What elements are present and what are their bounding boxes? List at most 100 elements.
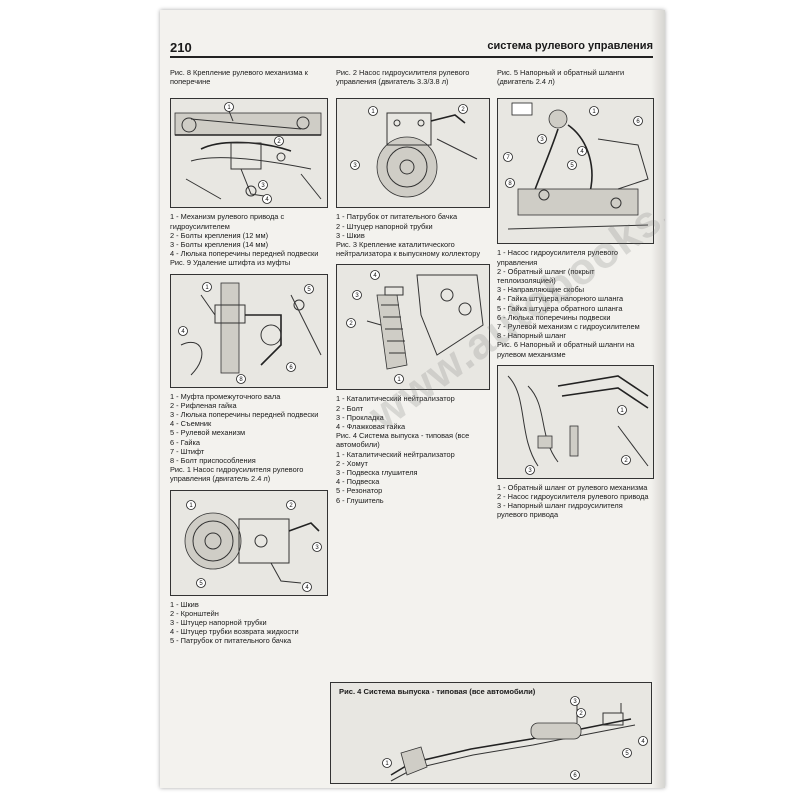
legend-item: 3 - Направляющие скобы [497, 285, 585, 295]
legend-item: 1 - Патрубок от питательного бачка [336, 212, 458, 222]
exhaust-figure-title: Рис. 4 Система выпуска - типовая (все ав… [339, 687, 536, 696]
legend-item: 3 - Подвеска глушителя [336, 468, 418, 478]
callout-3: 3 [540, 137, 544, 143]
legend-item: 1 - Каталитический нейтрализатор [336, 394, 455, 404]
legend-item: 3 - Штуцер напорной трубки [170, 618, 267, 628]
fig5-caption: Рис. 5 Напорный и обратный шланги (двига… [497, 68, 625, 87]
callout-1: 1 [592, 109, 596, 115]
fig4-legend: 1 - Каталитический нейтрализатор 2 - Хом… [336, 450, 488, 505]
fig2-illustration: 1 2 3 [336, 98, 490, 209]
legend-item: 1 - Каталитический нейтрализатор [336, 449, 455, 459]
callout-7: 7 [506, 155, 510, 161]
callout-1: 1 [385, 761, 389, 767]
legend-item: 2 - Болты крепления (12 мм) [170, 230, 269, 240]
callout-3: 3 [261, 183, 265, 189]
fig2-legend: 1 - Патрубок от питательного бачка 2 - Ш… [336, 212, 488, 240]
callout-4: 4 [641, 739, 645, 745]
legend-item: 4 - Гайка штуцера напорного шланга [497, 294, 624, 304]
callout-3: 3 [353, 163, 357, 169]
exhaust-figure: Рис. 4 Система выпуска - типовая (все ав… [330, 682, 652, 784]
fig3-caption: Рис. 3 Крепление каталитического нейтрал… [336, 240, 481, 259]
legend-item: 2 - Хомут [336, 458, 368, 468]
callout-3: 3 [528, 468, 532, 474]
legend-item: 4 - Люлька поперечины передней подвески [170, 249, 319, 259]
fig2-caption: Рис. 2 Насос гидроусилителя рулевого упр… [336, 68, 470, 87]
legend-item: 2 - Насос гидроусилителя рулевого привод… [497, 492, 649, 502]
legend-item: 5 - Рулевой механизм [170, 428, 246, 438]
legend-item: 7 - Рулевой механизм с гидроусилителем [497, 322, 640, 332]
legend-item: 6 - Люлька поперечины подвески [497, 312, 611, 322]
callout-2: 2 [579, 711, 583, 717]
fig9-caption: Рис. 9 Удаление штифта из муфты [170, 258, 291, 268]
legend-item: 4 - Флажковая гайка [336, 422, 406, 432]
legend-item: 8 - Напорный шланг [497, 331, 567, 341]
legend-item: 5 - Резонатор [336, 486, 383, 496]
legend-item: 4 - Подвеска [336, 477, 380, 487]
callout-5: 5 [570, 163, 574, 169]
fig6-legend: 1 - Обратный шланг от рулевого механизма… [497, 483, 652, 520]
legend-item: 5 - Патрубок от питательного бачка [170, 636, 292, 646]
fig6-caption: Рис. 6 Напорный и обратный шланги на рул… [497, 340, 635, 359]
legend-item: 8 - Болт приспособления [170, 456, 256, 466]
callout-3: 3 [573, 699, 577, 705]
page-number: 210 [170, 40, 192, 55]
legend-item: 6 - Глушитель [336, 495, 384, 505]
legend-item: 2 - Обратный шланг (покрыт теплоизоляцие… [497, 266, 595, 286]
fig8-caption: Рис. 8 Крепление рулевого механизма к по… [170, 68, 308, 87]
legend-item: 1 - Насос гидроусилителя рулевого управл… [497, 248, 619, 267]
callout-5: 5 [199, 581, 203, 587]
callout-2: 2 [624, 458, 628, 464]
fig9-legend: 1 - Муфта промежуточного вала 2 - Рифлен… [170, 392, 326, 466]
callout-1: 1 [371, 109, 375, 115]
legend-item: 5 - Гайка штуцера обратного шланга [497, 303, 623, 313]
running-head: система рулевого управления [487, 40, 653, 52]
fig1-caption: Рис. 1 Насос гидроусилителя рулевого упр… [170, 465, 304, 484]
column-1: Рис. 8 Крепление рулевого механизма к по… [170, 68, 328, 646]
legend-item: 3 - Напорный шланг гидроусилителя рулево… [497, 501, 623, 520]
legend-item: 1 - Муфта промежуточного вала [170, 391, 281, 401]
legend-item: 2 - Кронштейн [170, 608, 219, 618]
legend-item: 6 - Гайка [170, 437, 201, 447]
callout-1: 1 [620, 408, 624, 414]
page-header: 210 система рулевого управления [170, 40, 653, 58]
fig5-illustration: 1 3 7 8 5 4 6 [497, 98, 654, 245]
legend-item: 3 - Шкив [336, 230, 365, 240]
callout-1: 1 [397, 377, 401, 383]
callout-2: 2 [461, 107, 465, 113]
callout-1: 1 [189, 503, 193, 509]
fig1-legend: 1 - Шкив 2 - Кронштейн 3 - Штуцер напорн… [170, 600, 326, 646]
legend-item: 3 - Прокладка [336, 412, 384, 422]
fig3-legend: 1 - Каталитический нейтрализатор 2 - Бол… [336, 394, 488, 431]
fig8-legend: 1 - Механизм рулевого привода с гидроуси… [170, 212, 326, 258]
legend-item: 4 - Съемник [170, 419, 212, 429]
callout-4: 4 [181, 329, 185, 335]
callout-8: 8 [508, 181, 512, 187]
legend-item: 2 - Рифленая гайка [170, 400, 237, 410]
callout-2: 2 [277, 139, 281, 145]
fig6-illustration: 1 2 3 [497, 364, 654, 479]
callout-5: 5 [625, 751, 629, 757]
callout-6: 6 [636, 119, 640, 125]
callout-8: 8 [239, 377, 243, 383]
callout-3: 3 [355, 293, 359, 299]
callout-4: 4 [580, 149, 584, 155]
legend-item: 4 - Штуцер трубки возврата жидкости [170, 627, 299, 637]
legend-item: 2 - Штуцер напорной трубки [336, 221, 433, 231]
callout-4: 4 [373, 273, 377, 279]
page-curl-shadow [651, 10, 665, 788]
fig9-illustration: 1 5 4 6 8 [170, 273, 328, 388]
fig5-legend: 1 - Насос гидроусилителя рулевого управл… [497, 248, 652, 340]
column-2: Рис. 2 Насос гидроусилителя рулевого упр… [336, 68, 490, 505]
column-3: Рис. 5 Напорный и обратный шланги (двига… [497, 68, 654, 520]
legend-item: 3 - Люлька поперечины передней подвески [170, 410, 319, 420]
callout-6: 6 [289, 365, 293, 371]
callout-4: 4 [305, 585, 309, 591]
callout-3: 3 [315, 545, 319, 551]
legend-item: 1 - Механизм рулевого привода с гидроуси… [170, 212, 285, 231]
callout-4: 4 [265, 197, 269, 203]
legend-item: 1 - Шкив [170, 599, 199, 609]
legend-item: 7 - Штифт [170, 446, 205, 456]
callout-2: 2 [349, 321, 353, 327]
callout-2: 2 [289, 503, 293, 509]
callout-1: 1 [205, 285, 209, 291]
